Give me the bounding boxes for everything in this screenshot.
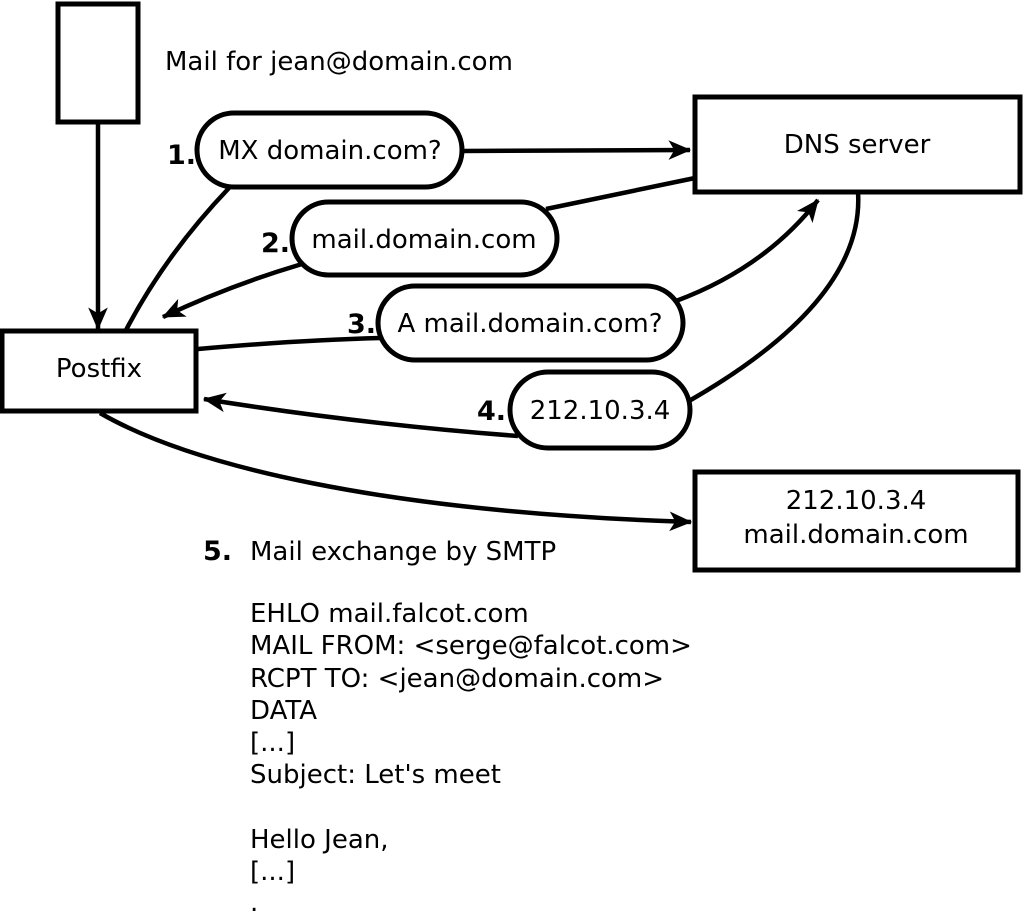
- step2-number: 2.: [261, 228, 290, 259]
- smtp-line: [...]: [250, 857, 295, 887]
- dns-server-box: [692, 94, 1023, 195]
- smtp-line: .: [250, 888, 258, 918]
- smtp-line: [...]: [250, 728, 295, 758]
- dns-server-label: DNS server: [784, 130, 931, 160]
- smtp-session: EHLO mail.falcot.com MAIL FROM: <serge@f…: [250, 599, 692, 918]
- smtp-line: Hello Jean,: [250, 825, 389, 855]
- mx-query-line-from-postfix: [123, 186, 231, 334]
- postfix-box: [0, 328, 199, 414]
- smtp-line: MAIL FROM: <serge@falcot.com>: [250, 631, 692, 661]
- step4-label: 212.10.3.4: [530, 396, 671, 426]
- step2-pill: [289, 199, 560, 278]
- envelope-box: [55, 1, 141, 125]
- step3-number: 3.: [347, 309, 376, 340]
- mail-note-label: Mail for jean@domain.com: [165, 47, 513, 77]
- step3-pill: [375, 283, 686, 363]
- smtp-line: RCPT TO: <jean@domain.com>: [250, 664, 664, 694]
- step1-label: MX domain.com?: [218, 136, 441, 166]
- postfix-label: Postfix: [56, 354, 142, 384]
- step5-number: 5.: [203, 536, 232, 567]
- destination-ip-label: 212.10.3.4: [786, 486, 927, 516]
- smtp-exchange-arrow: [98, 411, 693, 532]
- step4-pill: [507, 369, 693, 451]
- step5-label: Mail exchange by SMTP: [250, 537, 556, 567]
- step1-pill: [194, 110, 465, 190]
- a-response-line-from-dns: [687, 191, 861, 403]
- step3-label: A mail.domain.com?: [398, 309, 663, 339]
- a-query-arrow-to-dns: [675, 198, 820, 304]
- step2-label: mail.domain.com: [311, 225, 536, 255]
- a-response-arrow-to-postfix: [202, 392, 519, 439]
- smtp-line: EHLO mail.falcot.com: [250, 599, 529, 629]
- mx-response-arrow-to-postfix: [161, 261, 303, 320]
- step1-number: 1.: [167, 140, 196, 171]
- a-query-line-from-postfix: [197, 335, 382, 352]
- smtp-line: DATA: [250, 696, 317, 726]
- mx-query-arrow-to-dns: [461, 140, 692, 160]
- destination-host-label: mail.domain.com: [743, 520, 968, 550]
- mx-response-line-from-dns: [545, 175, 696, 212]
- smtp-line: Subject: Let's meet: [250, 760, 501, 790]
- step4-number: 4.: [477, 396, 506, 427]
- destination-server-box: [692, 469, 1021, 573]
